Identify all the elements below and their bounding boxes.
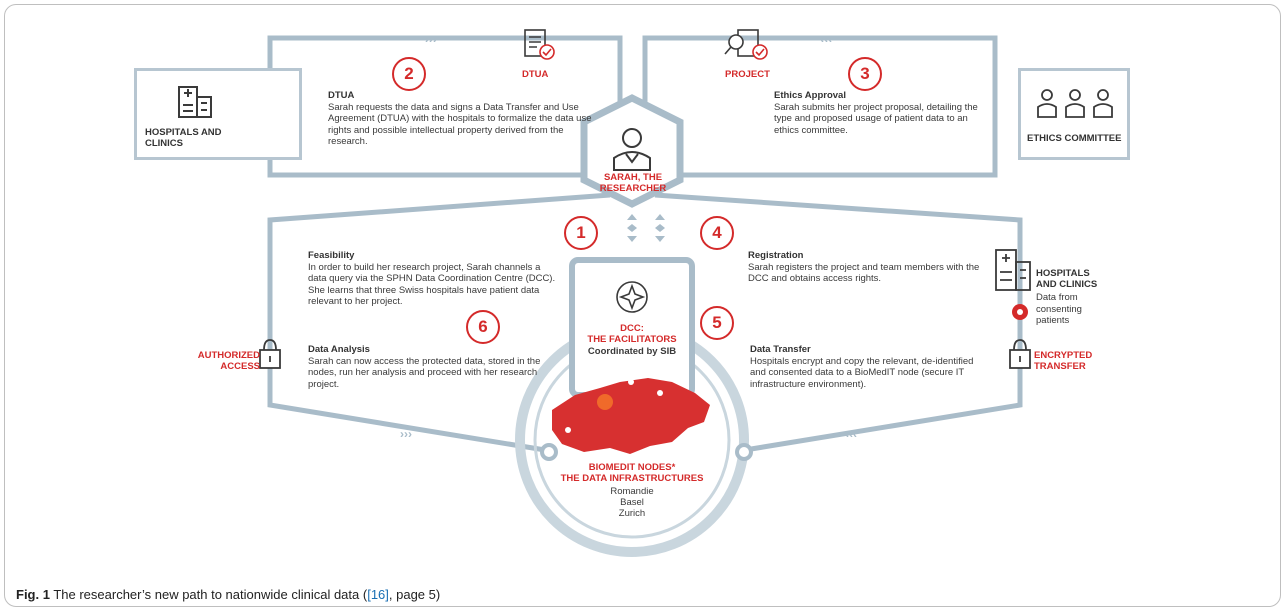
hospital-icon-right xyxy=(995,249,1031,291)
dtua-icon-label: DTUA xyxy=(522,69,549,80)
ethics-committee-box: ETHICS COMMITTEE xyxy=(1018,68,1130,160)
step-6-badge: 6 xyxy=(466,310,500,344)
node-site-romandie: Romandie xyxy=(610,486,654,497)
switzerland-map xyxy=(552,378,710,454)
step-5-badge: 5 xyxy=(700,306,734,340)
svg-text:›››: ››› xyxy=(425,32,437,46)
caption-fig-label: Fig. 1 xyxy=(16,587,50,602)
nodes-subtitle: THE DATA INFRASTRUCTURES xyxy=(560,473,704,484)
caption-text-before: The researcher’s new path to nationwide … xyxy=(49,587,368,602)
hospitals-left-box: HOSPITALS AND CLINICS xyxy=(134,68,302,160)
project-icon-label: PROJECT xyxy=(725,69,770,80)
lock-icon-left xyxy=(259,339,281,369)
figure-caption: Fig. 1 The researcher’s new path to nati… xyxy=(16,587,440,602)
researcher-label: SARAH, THE RESEARCHER xyxy=(599,172,667,194)
svg-text:‹‹‹: ‹‹‹ xyxy=(820,32,832,46)
caption-reference-link[interactable]: [16] xyxy=(367,587,389,602)
document-icon xyxy=(524,29,555,60)
researcher-icon xyxy=(613,128,651,171)
lock-icon-right xyxy=(1009,339,1031,369)
authorized-access-label: AUTHORIZED ACCESS xyxy=(197,350,260,372)
step-1-badge: 1 xyxy=(564,216,598,250)
hospitals-right-label: HOSPITALS AND CLINICS xyxy=(1036,268,1098,290)
node-site-basel: Basel xyxy=(620,497,644,508)
compass-icon xyxy=(616,281,648,313)
ethics-committee-label: ETHICS COMMITTEE xyxy=(1027,133,1122,144)
step-4-badge: 4 xyxy=(700,216,734,250)
committee-icon xyxy=(1037,89,1113,118)
svg-text:›››: ››› xyxy=(400,427,412,441)
step-3-badge: 3 xyxy=(848,57,882,91)
project-icon xyxy=(724,29,768,60)
figure-frame xyxy=(4,4,1281,607)
caption-text-after: , page 5) xyxy=(388,587,441,602)
path-top-left xyxy=(267,35,623,178)
encrypted-transfer-label: ENCRYPTED TRANSFER xyxy=(1034,350,1093,372)
dcc-coordinated: Coordinated by SIB xyxy=(587,346,677,357)
dcc-title: DCC: xyxy=(620,323,644,334)
hospitals-left-label: HOSPITALS AND CLINICS xyxy=(145,127,222,149)
connector-lines: ››› ‹‹‹ ››› ‹‹‹ xyxy=(259,29,1031,557)
path-top-right xyxy=(642,35,998,178)
dcc-subtitle: THE FACILITATORS xyxy=(587,334,677,345)
path-left-lower xyxy=(267,192,611,453)
node-site-zurich: Zurich xyxy=(618,508,646,519)
hospital-icon-left xyxy=(178,86,212,118)
flow-diagram: ››› ‹‹‹ ››› ‹‹‹ xyxy=(134,10,1130,578)
svg-text:‹‹‹: ‹‹‹ xyxy=(845,427,857,441)
step-2-badge: 2 xyxy=(392,57,426,91)
nodes-title: BIOMEDIT NODES* xyxy=(588,462,676,473)
data-from-patients: Data from consenting patients xyxy=(1036,292,1082,326)
